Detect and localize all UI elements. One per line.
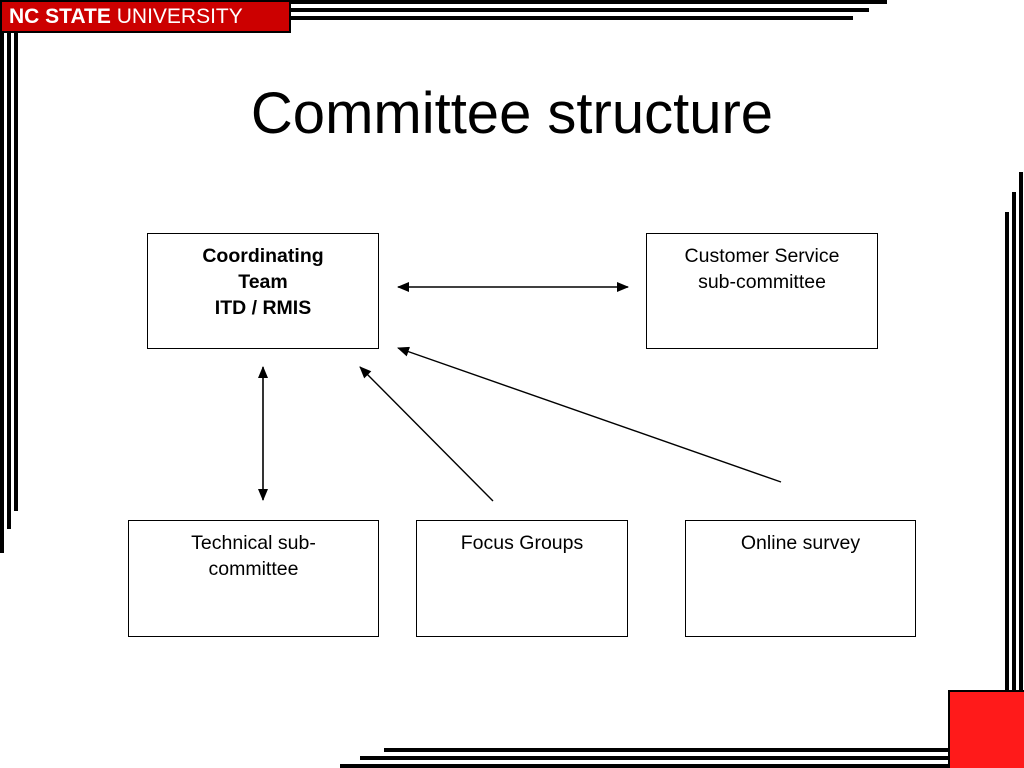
online-survey-line1: Online survey (740, 532, 861, 554)
arrow-online-survey-to-coordinating (397, 346, 782, 483)
top-rule-1 (291, 0, 887, 4)
customer-service-line1: Customer Service (684, 245, 840, 267)
coordinating-line1: Coordinating (202, 245, 324, 267)
bottom-rule-1 (384, 748, 950, 752)
focus-groups-line1: Focus Groups (460, 532, 584, 554)
corner-accent (948, 690, 1024, 768)
right-rule-3 (1005, 212, 1009, 692)
technical-line1: Technical sub- (191, 532, 316, 554)
bottom-rule-3 (340, 764, 950, 768)
logo-regular-text: UNIVERSITY (116, 5, 243, 28)
slide-title: Committee structure (250, 81, 774, 146)
university-logo: NC STATE UNIVERSITY (0, 0, 291, 33)
technical-line2: committee (208, 558, 299, 580)
technical-subcommittee-box: Technical sub- committee (128, 520, 379, 637)
left-rule-2 (7, 33, 11, 529)
coordinating-team-box: Coordinating Team ITD / RMIS (147, 233, 379, 349)
coordinating-line3: ITD / RMIS (214, 297, 312, 319)
left-rule-1 (0, 33, 4, 553)
customer-service-line2: sub-committee (698, 271, 826, 293)
top-rule-3 (291, 16, 853, 20)
right-rule-1 (1019, 172, 1023, 692)
right-rule-2 (1012, 192, 1016, 692)
top-rule-2 (291, 8, 869, 12)
arrow-focus-groups-to-coordinating (359, 366, 494, 502)
bottom-rule-2 (360, 756, 950, 760)
online-survey-box: Online survey (685, 520, 916, 637)
customer-service-box: Customer Service sub-committee (646, 233, 878, 349)
left-rule-3 (14, 33, 18, 511)
coordinating-line2: Team (238, 271, 288, 293)
logo-bold-text: NC STATE (9, 5, 111, 28)
focus-groups-box: Focus Groups (416, 520, 628, 637)
